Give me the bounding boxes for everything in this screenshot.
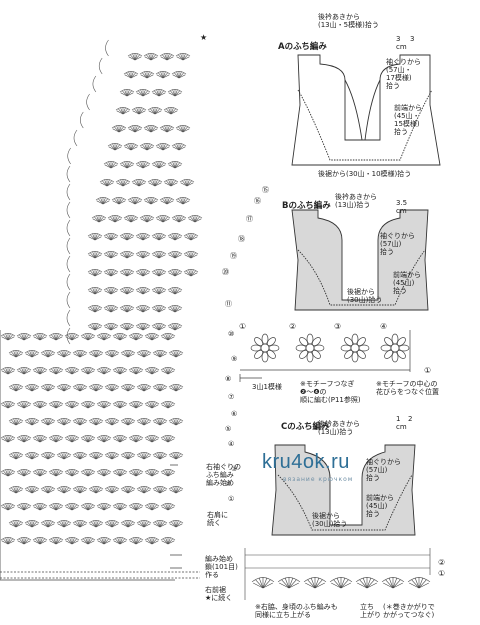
row-number: ② (225, 480, 232, 488)
chart-label-front-hem: 右前裾 ★に続く (205, 586, 233, 602)
section-a-title: Aのふち編み (278, 42, 327, 52)
schematic-a-outline (291, 54, 441, 166)
section-b-title: Bのふち編み (282, 201, 331, 211)
section-b-back-neck: 後衿あきから (13山)拾う (335, 193, 377, 209)
schematic-c-outline (271, 444, 416, 536)
watermark-sub: вязание крючком (283, 476, 354, 483)
section-c-bottom-note: ※右脇、身頃のふち編みも 同様に立ち上がる (255, 603, 338, 619)
section-c-dim-1cm: 1 cm (396, 415, 407, 431)
section-c-start: 立ち 上がり (360, 603, 381, 619)
row-number: ⑧ (225, 375, 232, 383)
row-number: ⑩ (228, 330, 235, 338)
section-c-dim-2: 2 (408, 415, 413, 423)
section-a-dim-cm: 3 cm (396, 35, 407, 51)
row-number: ⑨ (231, 355, 238, 363)
row-number: ⑯ (254, 197, 261, 205)
row-number: ⑮ (262, 186, 269, 194)
row-number: ③ (231, 465, 238, 473)
section-a-hem: 後裾から(30山・10模様)拾う (318, 170, 412, 178)
motif-number-4: ④ (380, 322, 388, 331)
section-a-armhole: 袖ぐりから (57山・ 17模様) 拾う (386, 58, 421, 90)
motif-number-2: ② (289, 322, 297, 331)
motif-center-note: ※モチーフの中心の 花びらをつなぐ位置 (376, 380, 439, 396)
motif-join-note: ※モチーフつなぎ ❷～❹の 順に編む(P11参照) (300, 380, 361, 404)
section-a-dim-3: 3 (410, 35, 415, 43)
row-number: ⑦ (228, 393, 235, 401)
section-c-hem: 後裾から (30山)拾う (312, 512, 348, 528)
chart-label-foundation: 編み始め 鎖(101目) 作る (205, 555, 238, 579)
row-number: ⑥ (231, 410, 238, 418)
section-c-row-marker-2: ② (438, 558, 446, 567)
motif-number-1: ① (239, 322, 247, 331)
row-number: ⑰ (246, 215, 253, 223)
schematic-b-outline (291, 209, 429, 311)
watermark-main: kru4ok.ru (262, 451, 350, 473)
row-number: ⑱ (238, 235, 245, 243)
row-number: ⑳ (222, 268, 229, 276)
chart-label-shoulder: 右肩に 続く (207, 511, 228, 527)
section-b-front: 前端から (45山) 拾う (393, 271, 421, 295)
section-c-title: Cのふち編み (281, 422, 330, 432)
row-number: ⑲ (230, 252, 237, 260)
motif-number-3: ③ (334, 322, 342, 331)
motif-repeat: 3山1模様 (252, 383, 282, 391)
section-a-back-neck: 後衿あきから (13山・5模様)拾う (318, 13, 379, 29)
section-c-row-marker-1: ① (438, 569, 446, 578)
row-number: ① (228, 495, 235, 503)
section-c-start-note: (＊巻きかがりで かがってつなぐ) (383, 603, 435, 619)
row-number: ④ (228, 440, 235, 448)
chart-label-sleeve-start: 右袖ぐりの ふち編み 編み始め (206, 463, 241, 487)
chart-star: ★ (200, 33, 208, 42)
section-c-front: 前端から (45山) 拾う (366, 494, 394, 518)
section-b-dim: 3.5 cm (396, 199, 408, 215)
section-b-hem: 後裾から (30山)拾う (347, 288, 383, 304)
section-c-armhole: 袖ぐりから (57山) 拾う (366, 458, 401, 482)
row-number: ⑤ (225, 425, 232, 433)
row-number: ⑪ (225, 300, 232, 308)
motif-row-marker: ① (424, 366, 432, 375)
section-c-back-neck: 後衿あきから (13山)拾う (318, 420, 360, 436)
section-b-armhole: 袖ぐりから (57山) 拾う (380, 232, 415, 256)
section-a-front: 前端から (45山・ 15模様) 拾う (394, 104, 422, 136)
